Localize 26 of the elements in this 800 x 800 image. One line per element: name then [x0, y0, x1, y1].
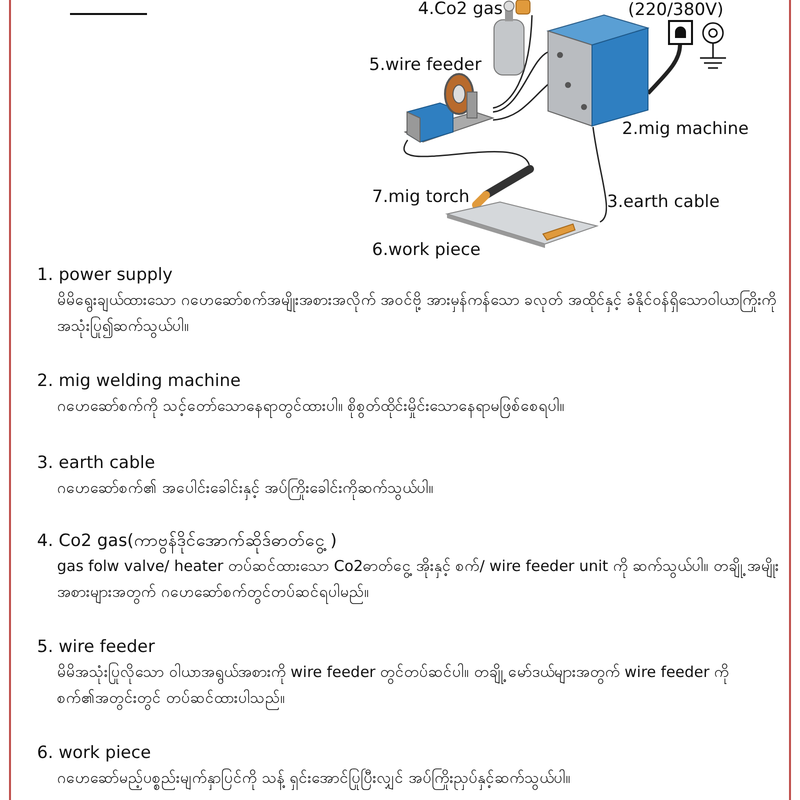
- part-label: 2.mig machine: [622, 119, 749, 139]
- cable: [403, 140, 530, 166]
- item-heading: 5. wire feeder: [37, 636, 155, 658]
- item-description: ဂဟေဆော်စက်ကို သင့်တော်သောနေရာတွင်ထားပါ။ စိုစွတ်ထိုင်းမှိုင်းသောနေရာမဖြစ်စေရပါ။: [57, 393, 782, 419]
- item-heading: 3. earth cable: [37, 452, 156, 474]
- cable: [492, 51, 548, 113]
- edge-label: 3.earth cable: [607, 192, 720, 212]
- item-heading: 6. work piece: [37, 742, 151, 764]
- power-socket-drawing: [668, 20, 693, 45]
- part-label: 4.Co2 gas: [418, 0, 503, 19]
- item-description: ဂဟေဆော်စက်၏ အပေါင်းခေါင်းနှင့် အပ်ကြိုးခေါင်းကိုဆက်သွယ်ပါ။: [57, 475, 782, 501]
- part-label: (220/380V): [628, 0, 724, 20]
- cable: [592, 126, 608, 223]
- item-heading: 4. Co2 gas(ကာဗွန်ဒိုင်အောက်ဆိုဒ်ဓာတ်ငွေ့ ): [37, 530, 337, 552]
- item-heading: 1. power supply: [37, 264, 173, 286]
- item-description: gas folw valve/ heater တပ်ဆင်ထားသော Co2ဓာတ်ငွေ့ အိုးနှင့် စက်/ wire feeder unit ကို ဆက်သွယ်ပါ။ တချို့ အမျိုးအစားများအတွက် ဂဟေဆော်စက်တွင်တပ်ဆင်ရပါမည်။: [57, 553, 782, 605]
- item-description: မိမိရွေးချယ်ထားသော ဂဟေဆော်စက်အမျိုးအစားအလိုက် အဝင်ဗို့ အားမှန်ကန်သော ခလုတ် အထိုင်နှင့် ခံနိုင်ဝန်ရှိသောဝါယာကြိုးကိုအသုံးပြု၍ဆက်သွယ်ပါ။: [57, 287, 782, 339]
- cable: [492, 15, 533, 109]
- item-description: ဂဟေဆော်မည့်ပစ္စည်းမျက်နှာပြင်ကို သန့် ရှင်းအောင်ပြုပြီးလျှင် အပ်ကြိုးညှပ်နှင့်ဆက်သွယ်ပါ။: [57, 765, 782, 791]
- part-label: 7.mig torch: [372, 187, 470, 207]
- cable: [646, 44, 682, 95]
- cable: [492, 84, 548, 121]
- part-label: 6.work piece: [372, 240, 481, 260]
- item-description: မိမိအသုံးပြုလိုသော ဝါယာအရွယ်အစားကို wire feeder တွင်တပ်ဆင်ပါ။ တချို့ မော်ဒယ်များအတွက် wire feeder ကိုစက်၏အတွင်းတွင် တပ်ဆင်ထားပါသည်။: [57, 659, 782, 711]
- part-label: 5.wire feeder: [369, 55, 482, 75]
- item-heading: 2. mig welding machine: [37, 370, 241, 392]
